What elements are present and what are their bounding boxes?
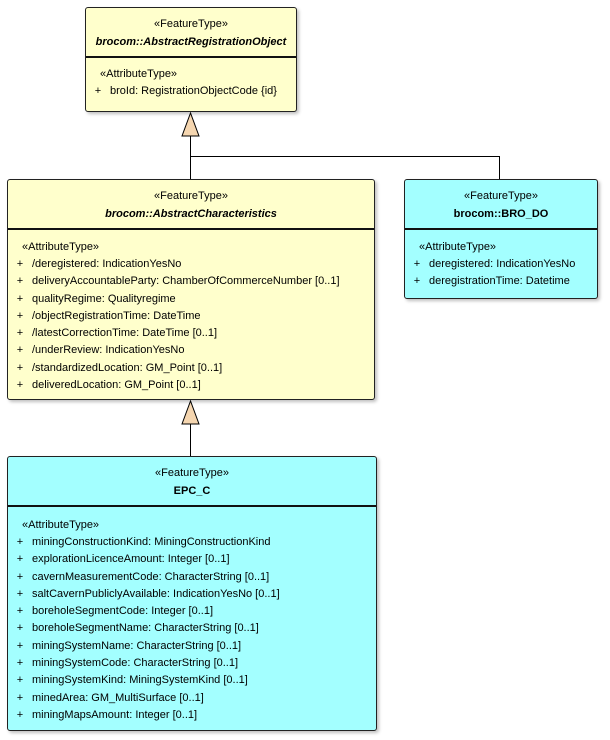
- class-abstract-registration-object[interactable]: «FeatureType» brocom::AbstractRegistrati…: [85, 7, 297, 112]
- class-name: brocom::AbstractCharacteristics: [105, 208, 277, 220]
- visibility-public: +: [413, 258, 421, 270]
- generalization-arrowhead: [181, 399, 200, 425]
- visibility-public: +: [16, 657, 24, 670]
- class-bro-do[interactable]: «FeatureType» brocom::BRO_DO «AttributeT…: [404, 179, 598, 299]
- visibility-public: +: [413, 275, 421, 288]
- attribute-text: /standardizedLocation: GM_Point [0..1]: [32, 361, 223, 374]
- visibility-public: +: [16, 361, 24, 374]
- attribute-row[interactable]: + miningSystemName: CharacterString [0..1…: [8, 638, 376, 655]
- attribute-text: explorationLicenceAmount: Integer [0..1]: [32, 553, 230, 566]
- visibility-public: +: [16, 275, 24, 288]
- attribute-text: saltCavernPubliclyAvailable: IndicationY…: [32, 587, 280, 600]
- generalization-arrowhead: [181, 111, 200, 137]
- visibility-public: +: [16, 622, 24, 635]
- attribute-row[interactable]: + saltCavernPubliclyAvailable: Indication…: [8, 586, 376, 603]
- attribute-text: boreholeSegmentCode: Integer [0..1]: [32, 605, 214, 618]
- attribute-text: minedArea: GM_MultiSurface [0..1]: [32, 691, 204, 704]
- attribute-text: /latestCorrectionTime: DateTime [0..1]: [32, 327, 218, 340]
- visibility-public: +: [16, 691, 24, 704]
- attribute-row[interactable]: + boreholeSegmentCode: Integer [0..1]: [8, 603, 376, 620]
- attribute-stereotype: «AttributeType»: [22, 519, 100, 531]
- visibility-public: +: [16, 553, 24, 566]
- attribute-stereotype: «AttributeType»: [22, 241, 100, 253]
- class-abstract-characteristics[interactable]: «FeatureType» brocom::AbstractCharacteri…: [7, 179, 375, 400]
- visibility-public: +: [16, 674, 24, 687]
- attribute-row[interactable]: + /deregistered: IndicationYesNo: [8, 256, 374, 273]
- attribute-row[interactable]: + miningSystemKind: MiningSystemKind [0..…: [8, 672, 376, 689]
- visibility-public: +: [16, 309, 24, 322]
- attribute-row[interactable]: + miningConstructionKind: MiningConstruct…: [8, 534, 376, 551]
- visibility-public: +: [16, 536, 24, 548]
- visibility-public: +: [16, 708, 24, 721]
- attribute-text: deliveredLocation: GM_Point [0..1]: [32, 379, 201, 392]
- attribute-row[interactable]: + cavernMeasurementCode: CharacterString …: [8, 569, 376, 586]
- attribute-row[interactable]: + explorationLicenceAmount: Integer [0..1…: [8, 551, 376, 568]
- visibility-public: +: [16, 605, 24, 618]
- attribute-text: qualityRegime: Qualityregime: [32, 292, 176, 305]
- stereotype: «FeatureType»: [154, 18, 228, 30]
- attribute-row[interactable]: + deliveryAccountableParty: ChamberOfComm…: [8, 273, 374, 290]
- visibility-public: +: [16, 292, 24, 305]
- attribute-stereotype: «AttributeType»: [419, 241, 497, 253]
- stereotype: «FeatureType»: [154, 190, 228, 202]
- attributes: «AttributeType» + broId: RegistrationObjec…: [86, 58, 296, 100]
- attribute-text: miningSystemCode: CharacterString [0..1]: [32, 657, 239, 670]
- attribute-text: deregistered: IndicationYesNo: [429, 258, 576, 270]
- class-name: EPC_C: [173, 485, 211, 497]
- attributes: «AttributeType» + deregistered: Indication…: [405, 230, 597, 291]
- attribute-row[interactable]: + miningSystemCode: CharacterString [0..1…: [8, 655, 376, 672]
- attribute-text: broId: RegistrationObjectCode {id}: [110, 85, 277, 97]
- attributes: «AttributeType» + miningConstructionKind: …: [8, 507, 376, 724]
- attribute-row[interactable]: + /underReview: IndicationYesNo: [8, 342, 374, 359]
- attribute-row[interactable]: + /standardizedLocation: GM_Point [0..1]: [8, 360, 374, 377]
- visibility-public: +: [16, 258, 24, 270]
- stereotype: «FeatureType»: [155, 467, 229, 479]
- attribute-text: cavernMeasurementCode: CharacterString […: [32, 570, 270, 583]
- class-epc-c[interactable]: «FeatureType» EPC_C «AttributeType» + mini…: [7, 456, 377, 731]
- attribute-row[interactable]: + qualityRegime: Qualityregime: [8, 291, 374, 308]
- visibility-public: +: [16, 639, 24, 652]
- visibility-public: +: [16, 327, 24, 340]
- attribute-row[interactable]: + /latestCorrectionTime: DateTime [0..1]: [8, 325, 374, 342]
- attribute-text: boreholeSegmentName: CharacterString [0.…: [32, 622, 259, 635]
- attribute-row[interactable]: + minedArea: GM_MultiSurface [0..1]: [8, 690, 376, 707]
- attribute-text: /deregistered: IndicationYesNo: [32, 258, 182, 270]
- attribute-row[interactable]: + miningMapsAmount: Integer [0..1]: [8, 707, 376, 724]
- visibility-public: +: [16, 379, 24, 392]
- attribute-text: deliveryAccountableParty: ChamberOfComme…: [32, 275, 340, 288]
- attribute-text: deregistrationTime: Datetime: [429, 275, 570, 288]
- visibility-public: +: [94, 85, 102, 97]
- generalization-line: [190, 156, 500, 179]
- visibility-public: +: [16, 587, 24, 600]
- class-name: brocom::BRO_DO: [453, 208, 549, 220]
- attribute-row[interactable]: + deliveredLocation: GM_Point [0..1]: [8, 377, 374, 394]
- visibility-public: +: [16, 344, 24, 357]
- class-name: brocom::AbstractRegistrationObject: [95, 36, 287, 48]
- attribute-text: /underReview: IndicationYesNo: [32, 344, 185, 357]
- attribute-text: /objectRegistrationTime: DateTime: [32, 309, 201, 322]
- attribute-row[interactable]: + boreholeSegmentName: CharacterString [0…: [8, 620, 376, 637]
- attribute-text: miningMapsAmount: Integer [0..1]: [32, 708, 198, 721]
- attribute-row[interactable]: + deregistrationTime: Datetime: [405, 273, 597, 290]
- attribute-text: miningSystemKind: MiningSystemKind [0..1…: [32, 674, 248, 687]
- attribute-text: miningConstructionKind: MiningConstructi…: [32, 536, 271, 548]
- attribute-row[interactable]: + broId: RegistrationObjectCode {id}: [86, 83, 296, 100]
- attribute-text: miningSystemName: CharacterString [0..1]: [32, 639, 242, 652]
- attributes: «AttributeType» + /deregistered: Indicatio…: [8, 230, 374, 394]
- attribute-row[interactable]: + /objectRegistrationTime: DateTime: [8, 308, 374, 325]
- visibility-public: +: [16, 570, 24, 583]
- stereotype: «FeatureType»: [464, 190, 538, 202]
- attribute-row[interactable]: + deregistered: IndicationYesNo: [405, 256, 597, 273]
- attribute-stereotype: «AttributeType»: [100, 68, 178, 80]
